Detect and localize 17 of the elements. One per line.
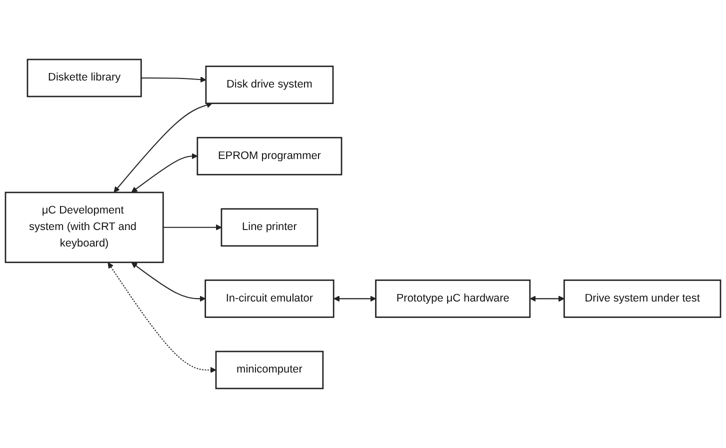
node-box: Diskette library	[26, 58, 142, 98]
node-box: Disk drive system	[205, 66, 334, 104]
node-box: Line printer	[220, 208, 318, 247]
arrow	[163, 224, 222, 230]
node-box: Prototype μC hardware	[375, 280, 531, 318]
node-box: minicomputer	[215, 350, 324, 390]
arrow	[141, 76, 206, 83]
arrow	[131, 262, 206, 302]
arrow	[114, 102, 212, 193]
arrow	[108, 262, 216, 373]
arrow	[131, 153, 198, 193]
arrow	[334, 296, 376, 302]
node-box: μC Development system (with CRT and keyboard)	[4, 192, 164, 264]
node-box: EPROM programmer	[196, 136, 342, 176]
node-box: In-circuit emulator	[204, 280, 334, 318]
node-box: Drive system under test	[564, 280, 722, 318]
arrow	[530, 296, 564, 302]
